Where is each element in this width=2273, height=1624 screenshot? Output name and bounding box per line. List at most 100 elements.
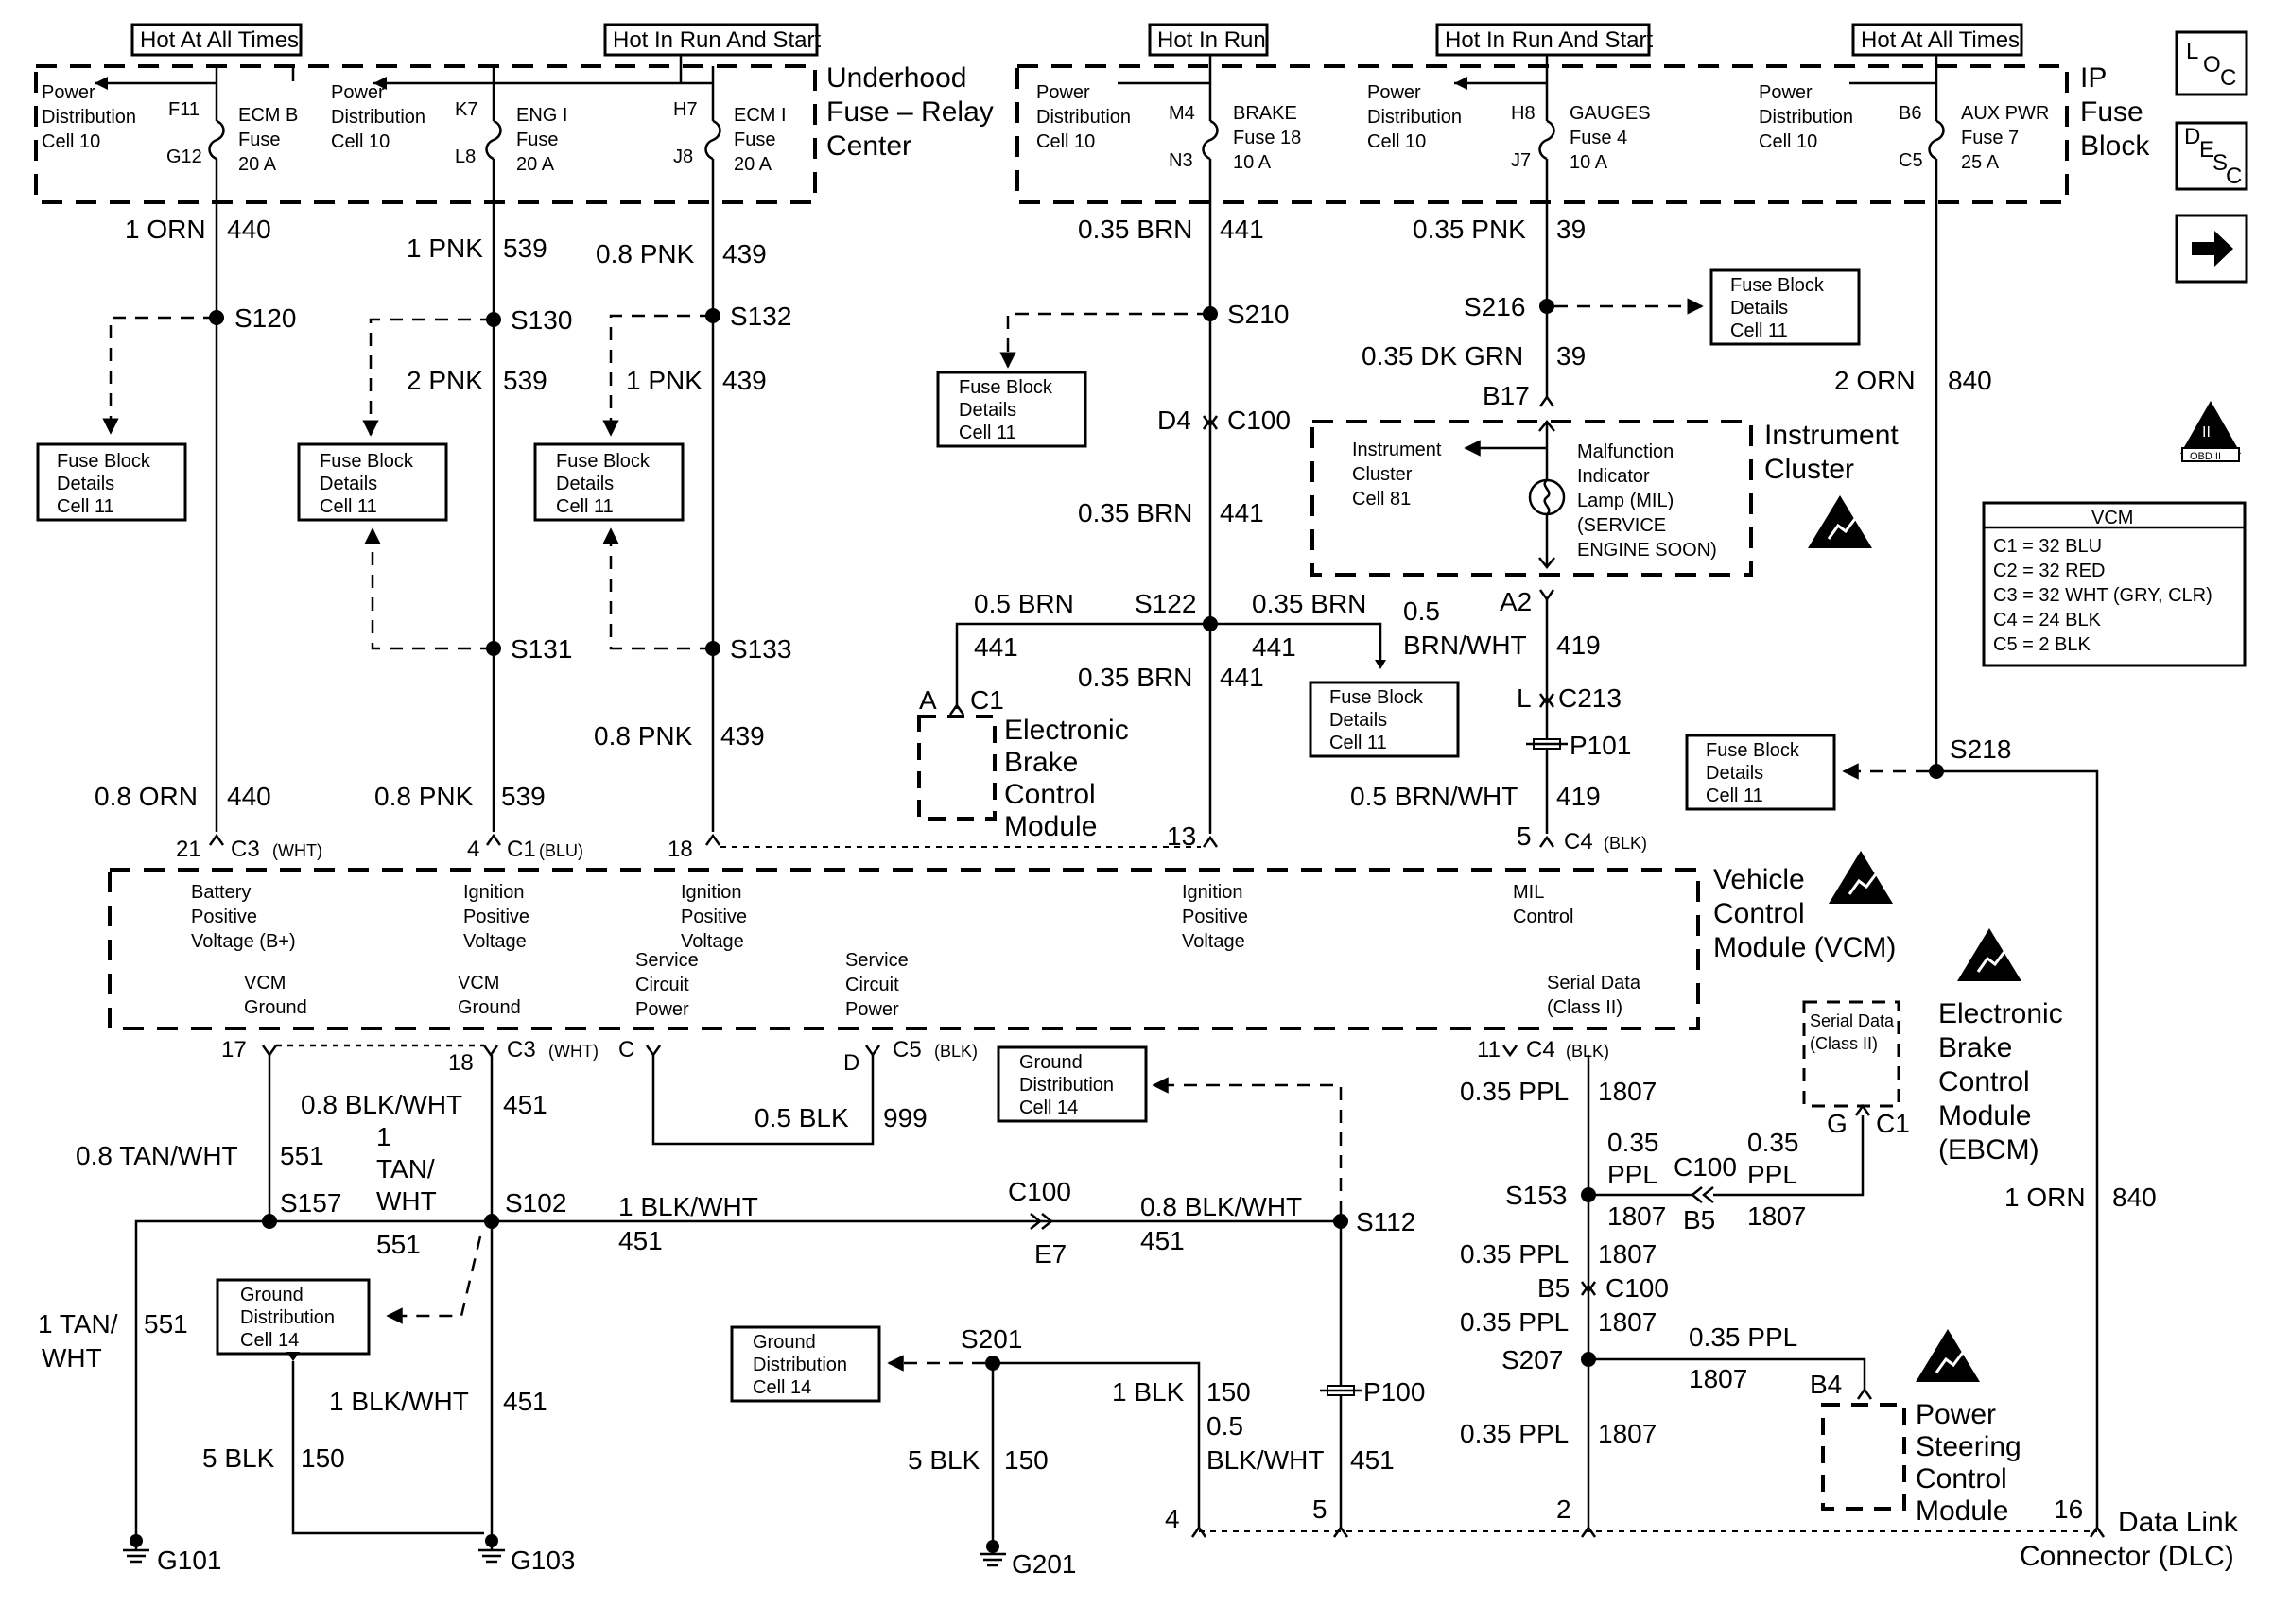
location-icon[interactable]: L O C <box>2175 30 2248 96</box>
power-distribution-ref: Power Distribution Cell 10 <box>331 82 425 152</box>
pin-letter: L <box>1517 683 1532 713</box>
connector-label: C100 <box>1008 1177 1071 1206</box>
source-hot-run-start-left: Hot In Run And Start <box>603 23 821 57</box>
svg-text:G12: G12 <box>166 147 202 167</box>
ip-block-title: Block <box>2080 130 2150 162</box>
source-label: Hot In Run <box>1157 27 1266 53</box>
svg-text:Brake: Brake <box>1004 747 1078 778</box>
svg-text:M4: M4 <box>1169 103 1195 124</box>
svg-text:Control: Control <box>1513 907 1573 927</box>
underhood-title: Fuse – Relay <box>826 96 994 128</box>
wire-label: 1 ORN <box>125 215 206 244</box>
pin-number: 17 <box>221 1037 247 1063</box>
fuse-ecm-i: H7 J8 ECM I Fuse 20 A <box>673 66 787 175</box>
fuse-block-details-ref[interactable]: Fuse Block Details Cell 11 <box>936 371 1087 448</box>
circuit-number: 451 <box>503 1090 547 1119</box>
svg-text:B6: B6 <box>1899 103 1921 124</box>
connector-label: C5 <box>893 1037 922 1063</box>
splice-label: S218 <box>1950 734 2011 764</box>
svg-text:Service: Service <box>845 950 909 971</box>
circuit-number: 439 <box>722 239 767 268</box>
svg-text:Cell 11: Cell 11 <box>959 423 1016 443</box>
splice-label: S157 <box>280 1188 341 1218</box>
svg-text:S: S <box>2212 150 2228 176</box>
connector-color: (WHT) <box>548 1042 599 1061</box>
svg-text:Distribution: Distribution <box>753 1355 847 1375</box>
svg-text:G103: G103 <box>511 1546 576 1575</box>
description-icon[interactable]: D E S C <box>2175 121 2248 191</box>
circuit-number: 441 <box>1220 663 1264 692</box>
svg-text:VCM: VCM <box>458 973 499 993</box>
svg-text:Distribution: Distribution <box>240 1307 335 1328</box>
ebcm-title: Electronic Brake Control Module (EBCM) <box>1938 998 2063 1166</box>
svg-text:Voltage: Voltage <box>1182 931 1245 952</box>
svg-text:Distribution: Distribution <box>331 107 425 128</box>
vcm-pin-ground-1: VCM Ground <box>244 973 307 1018</box>
svg-text:Fuse Block: Fuse Block <box>1329 687 1424 708</box>
circuit-number: 999 <box>883 1103 928 1132</box>
svg-text:Fuse Block: Fuse Block <box>556 451 651 472</box>
fuse-block-details-ref[interactable]: Fuse Block Details Cell 11 <box>1709 268 1861 346</box>
wire-label: 0.35 PPL <box>1460 1419 1569 1448</box>
svg-text:(SERVICE: (SERVICE <box>1577 515 1666 536</box>
circuit-number: 840 <box>1948 366 1992 395</box>
wire-label: 0.35 <box>1747 1128 1799 1157</box>
svg-text:ECM I: ECM I <box>734 105 787 126</box>
connector-label: C4 <box>1564 829 1593 855</box>
vcm-pin-service-1: Service Circuit Power <box>635 950 699 1020</box>
svg-text:Cell 14: Cell 14 <box>753 1377 811 1398</box>
svg-text:Module (VCM): Module (VCM) <box>1713 932 1896 963</box>
svg-text:(EBCM): (EBCM) <box>1938 1134 2039 1166</box>
svg-text:ENGINE SOON): ENGINE SOON) <box>1577 540 1717 561</box>
svg-text:Ground: Ground <box>244 997 307 1018</box>
circuit-number: 1807 <box>1598 1077 1657 1106</box>
svg-text:25 A: 25 A <box>1961 152 2000 173</box>
next-arrow-icon[interactable] <box>2175 214 2248 284</box>
svg-text:G101: G101 <box>157 1546 222 1575</box>
svg-text:Power: Power <box>331 82 385 103</box>
svg-text:Cell 10: Cell 10 <box>331 131 390 152</box>
source-hot-run: Hot In Run <box>1148 23 1269 57</box>
fuse-block-details-ref[interactable]: Fuse Block Details Cell 11 <box>1309 681 1460 758</box>
svg-text:Positive: Positive <box>191 907 257 927</box>
circuit-number: 551 <box>376 1230 421 1259</box>
ground-distribution-ref[interactable]: Ground Distribution Cell 14 <box>730 1325 881 1403</box>
wire-label: WHT <box>376 1186 437 1216</box>
ground-g103: G103 <box>478 1534 576 1575</box>
svg-text:Details: Details <box>959 400 1016 421</box>
svg-text:G201: G201 <box>1012 1549 1077 1579</box>
fuse-block-details-ref[interactable]: Fuse Block Details Cell 11 <box>533 442 685 522</box>
connector-label: P101 <box>1570 731 1631 760</box>
svg-text:Fuse: Fuse <box>238 130 280 150</box>
ground-distribution-ref[interactable]: Ground Distribution Cell 14 <box>997 1045 1148 1123</box>
wire-label: 2 PNK <box>407 366 483 395</box>
connector-pin: B5 <box>1683 1205 1715 1235</box>
splice-label: S130 <box>511 305 572 335</box>
svg-text:Vehicle: Vehicle <box>1713 864 1805 895</box>
fuse-block-details-ref[interactable]: Fuse Block Details Cell 11 <box>1685 734 1836 811</box>
svg-text:Details: Details <box>57 474 114 494</box>
svg-text:Distribution: Distribution <box>42 107 136 128</box>
svg-text:VCM: VCM <box>244 973 286 993</box>
vcm-pin-ignition-1: Ignition Positive Voltage <box>463 882 529 952</box>
vcm-title: Vehicle Control Module (VCM) <box>1713 864 1896 963</box>
source-hot-all-right: Hot At All Times <box>1851 23 2023 57</box>
circuit-number: 441 <box>1252 632 1296 662</box>
fuse-block-details-ref[interactable]: Fuse Block Details Cell 11 <box>36 442 187 522</box>
svg-text:Control: Control <box>1916 1463 2007 1494</box>
ip-fuse-block-box <box>1015 64 2069 204</box>
ebcm-serial-label: Serial Data <box>1810 1011 1895 1030</box>
ground-distribution-ref[interactable]: Ground Distribution Cell 14 <box>216 1278 371 1356</box>
svg-text:H8: H8 <box>1511 103 1536 124</box>
connector-label: P100 <box>1363 1377 1425 1407</box>
connector-pin: B17 <box>1483 381 1530 410</box>
fuse-block-details-ref[interactable]: Fuse Block Details Cell 11 <box>297 442 448 522</box>
connector-label: C3 <box>507 1037 536 1063</box>
fuse-aux-pwr: B6 C5 AUX PWR Fuse 7 25 A <box>1899 66 2049 173</box>
svg-text:Module: Module <box>1938 1100 2031 1132</box>
wire-label: 0.35 BRN <box>1252 589 1366 618</box>
ebcm-serial-label: (Class II) <box>1810 1034 1878 1053</box>
pscm-component-box <box>1821 1403 1906 1511</box>
wire-label: 0.35 PPL <box>1460 1077 1569 1106</box>
